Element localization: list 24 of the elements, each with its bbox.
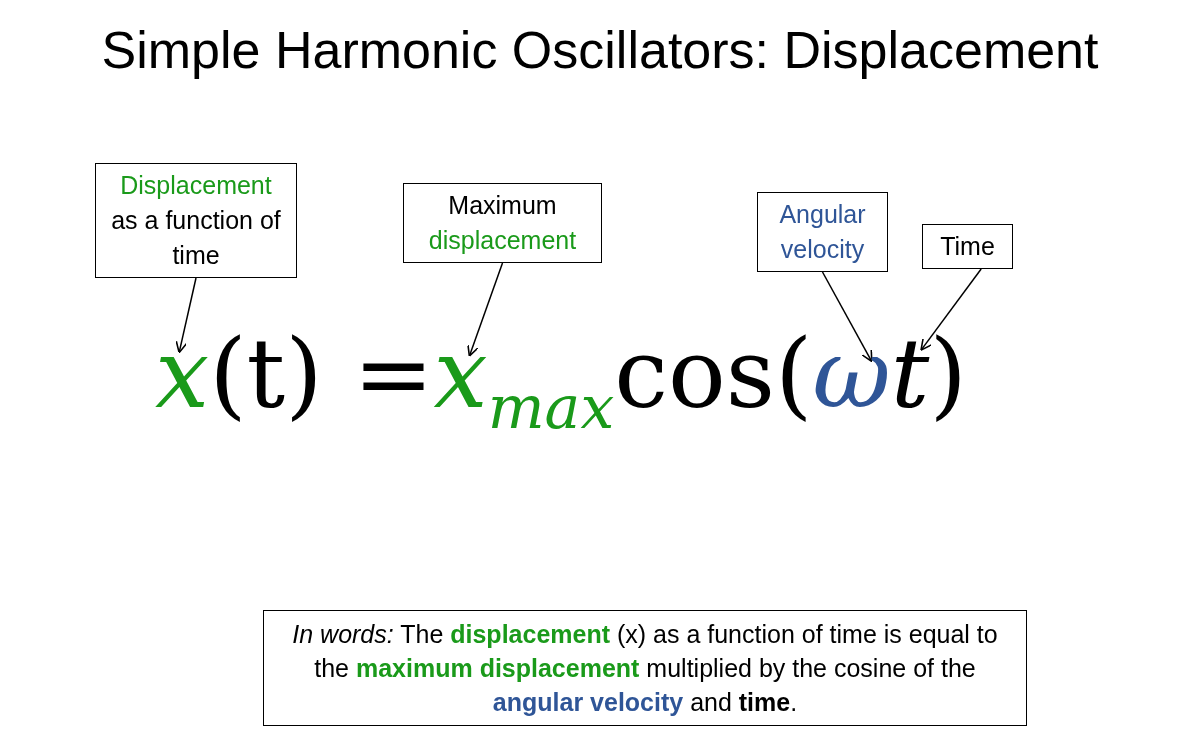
leader-arrow [920, 268, 982, 351]
equation-symbol: ω [812, 318, 891, 430]
leader-arrow [467, 262, 504, 357]
annotation-text: as a function of time [110, 205, 282, 271]
annotation-text: Displacement [119, 170, 273, 201]
leader-arrow [821, 271, 873, 363]
annotation-text: Maximum [447, 190, 558, 221]
equation-text: ) [929, 318, 967, 430]
leader-arrow [175, 277, 197, 354]
summary-sentence: In words: The displacement (x) as a function of time is equal to the maximum displacement multiplied by the cosine of the angular velocity and time. [292, 620, 998, 716]
annotation-box [403, 183, 602, 263]
annotation-text: Time [939, 231, 996, 262]
equation-symbol: x$_{max}$ [433, 318, 615, 442]
annotation-box [922, 224, 1013, 269]
equation-text: cos( [614, 318, 813, 430]
annotation-box [95, 163, 297, 278]
slide-title: Simple Harmonic Oscillators: Displacement [100, 20, 1100, 80]
equation-symbol: t [890, 318, 930, 430]
annotation-text: Angular velocity [778, 199, 867, 265]
equation-symbol: x [155, 318, 210, 430]
equation-text: (t) = [209, 318, 434, 430]
annotation-box [757, 192, 888, 272]
annotation-text: displacement [427, 225, 578, 256]
summary-box [263, 610, 1027, 726]
